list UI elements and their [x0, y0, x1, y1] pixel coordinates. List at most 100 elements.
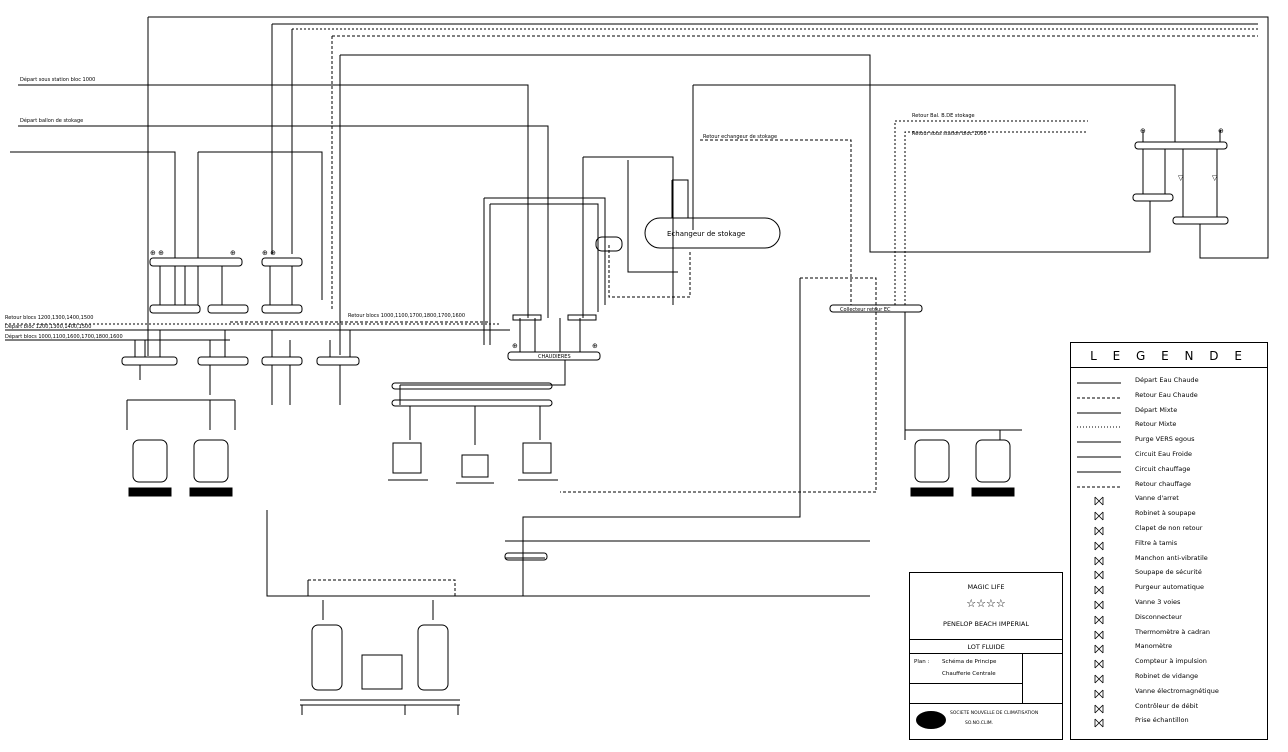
label-depart-sous-station: Départ sous station bloc 1000 — [20, 76, 95, 83]
company-logo — [916, 711, 946, 729]
legend-title: L E G E N D E — [1090, 349, 1248, 363]
legend-item-label: Départ Eau Chaude — [1135, 376, 1199, 384]
legend-item-label: Retour Mixte — [1135, 420, 1177, 429]
line-style-icon — [1077, 479, 1121, 493]
gate-valve-icon — [1077, 493, 1121, 507]
legend-item-label: Circuit Eau Froide — [1135, 450, 1192, 458]
legend-item-label: Vanne électromagnétique — [1135, 686, 1219, 695]
label-echangeur: Echangeur de stokage — [667, 230, 745, 238]
legend-item-label: Filtre à tamis — [1135, 538, 1178, 547]
thermometer-icon: ⊕ — [1218, 127, 1224, 135]
plan-line-2: Chaufferie Centrale — [942, 671, 996, 677]
legend-item: Contrôleur de débit — [1071, 701, 1267, 715]
flex-connector-icon — [1077, 553, 1121, 567]
boiler-3 — [518, 442, 558, 481]
divider — [910, 703, 1062, 704]
boiler-1 — [388, 442, 428, 481]
label-depart-ballon: Départ ballon de stokage — [20, 117, 83, 124]
thermometer-icon — [1077, 627, 1121, 641]
legend-divider — [1071, 367, 1267, 368]
plan-line-1: Schéma de Principe — [942, 659, 997, 665]
company-short: SO.NO.CLIM. — [965, 721, 994, 726]
legend-item-label: Purgeur automatique — [1135, 583, 1205, 592]
legend-item: Soupape de sécurité — [1071, 567, 1267, 581]
divider — [910, 653, 1062, 654]
label-depart-blocs-1: Départ bloc 1200,1300,1400,1500 — [5, 323, 91, 330]
legend-item-label: Manchon anti-vibratile — [1135, 553, 1208, 562]
legend-item: Robinet à soupape — [1071, 508, 1267, 522]
legend-item: Manomètre — [1071, 641, 1267, 655]
legend-item: Départ Eau Chaude — [1071, 375, 1267, 389]
label-retour-echangeur: Retour echangeur de stokage — [703, 134, 777, 140]
expansion-tank-2 — [189, 439, 233, 497]
thermometer-icon: ⊕ — [1140, 127, 1146, 135]
legend-item: Vanne d'arret — [1071, 493, 1267, 507]
legend-item-label: Soupape de sécurité — [1135, 568, 1202, 577]
client-name: MAGIC LIFE — [967, 583, 1005, 591]
label-depart-blocs-2: Départ blocs 1000,1100,1600,1700,1800,16… — [5, 333, 123, 340]
legend-item-label: Contrôleur de débit — [1135, 701, 1199, 710]
strainer-icon — [1077, 538, 1121, 552]
expansion-tank-1 — [128, 439, 172, 497]
hot-water-tank-1 — [311, 624, 343, 691]
plan-label: Plan : — [914, 659, 930, 665]
label-chaudieres: CHAUDIERES — [538, 354, 571, 360]
legend-item: Vanne électromagnétique — [1071, 686, 1267, 700]
boiler-2 — [456, 454, 494, 484]
globe-valve-icon — [1077, 508, 1121, 522]
legend-item-label: Retour Eau Chaude — [1135, 390, 1198, 399]
three-way-valve-icon — [1077, 597, 1121, 611]
legend-item-label: Vanne d'arret — [1135, 494, 1179, 503]
label-collecteur-retour: Collecteur retour EC — [840, 307, 891, 313]
valve-icon: ⊕ ⊕ — [150, 249, 164, 257]
storage-heat-exchanger — [644, 217, 781, 249]
legend-item: Retour Eau Chaude — [1071, 390, 1267, 404]
legend-item: Purge VERS egous — [1071, 434, 1267, 448]
legend-item-label: Clapet de non retour — [1135, 524, 1203, 532]
legend-item-label: Compteur à impulsion — [1135, 657, 1207, 666]
manometer-icon: ⊕ — [592, 342, 598, 350]
label-retour-blocs-1: Retour blocs 1200,1300,1400,1500 — [5, 315, 93, 321]
legend-item-label: Purge VERS egous — [1135, 435, 1195, 444]
divider — [910, 639, 1062, 640]
valve-icon: ⊕ — [230, 249, 236, 257]
lot-name: LOT FLUIDE — [967, 643, 1005, 651]
legend-item-label: Thermomètre à cadran — [1135, 627, 1210, 636]
legend-item: Purgeur automatique — [1071, 582, 1267, 596]
legend-item: Disconnecteur — [1071, 612, 1267, 626]
legend-item: Filtre à tamis — [1071, 538, 1267, 552]
legend-item: Départ Mixte — [1071, 405, 1267, 419]
legend-item-label: Vanne 3 voies — [1135, 598, 1181, 606]
divider — [910, 683, 1022, 684]
legend-item-label: Manomètre — [1135, 642, 1173, 651]
drain-valve-icon — [1077, 671, 1121, 685]
legend-item: Prise échantillon — [1071, 715, 1267, 729]
check-valve-icon — [1077, 523, 1121, 537]
safety-valve-icon — [1077, 567, 1121, 581]
line-style-icon — [1077, 464, 1121, 478]
legend-item-label: Prise échantillon — [1135, 716, 1189, 725]
company-name: SOCIETE NOUVELLE DE CLIMATISATION — [950, 711, 1039, 716]
legend-item: Retour Mixte — [1071, 419, 1267, 433]
meter-icon — [1077, 656, 1121, 670]
legend-item: Thermomètre à cadran — [1071, 627, 1267, 641]
expansion-tank-4 — [971, 439, 1015, 497]
label-retour-bal: Retour Bal. B.DE stokage — [912, 113, 975, 119]
disconnector-icon — [1077, 612, 1121, 626]
title-block: MAGIC LIFE ☆☆☆☆ PENELOP BEACH IMPERIAL L… — [909, 572, 1063, 740]
rating-stars: ☆☆☆☆ — [966, 597, 1006, 610]
hotel-name: PENELOP BEACH IMPERIAL — [943, 620, 1029, 628]
legend-item: Robinet de vidange — [1071, 671, 1267, 685]
label-retour-sous-station: Retour sous station bloc 1000 — [912, 131, 987, 137]
legend-item: Compteur à impulsion — [1071, 656, 1267, 670]
line-style-icon — [1077, 449, 1121, 463]
legend-item: Retour chauffage — [1071, 479, 1267, 493]
legend-item-label: Circuit chauffage — [1135, 464, 1191, 473]
pump-icon: ▽ — [1178, 174, 1184, 182]
hot-water-tank-2 — [417, 624, 449, 691]
valve-icon: ⊕ ⊕ — [262, 249, 276, 257]
manometer-icon: ⊕ — [512, 342, 518, 350]
expansion-tank-3 — [910, 439, 954, 497]
